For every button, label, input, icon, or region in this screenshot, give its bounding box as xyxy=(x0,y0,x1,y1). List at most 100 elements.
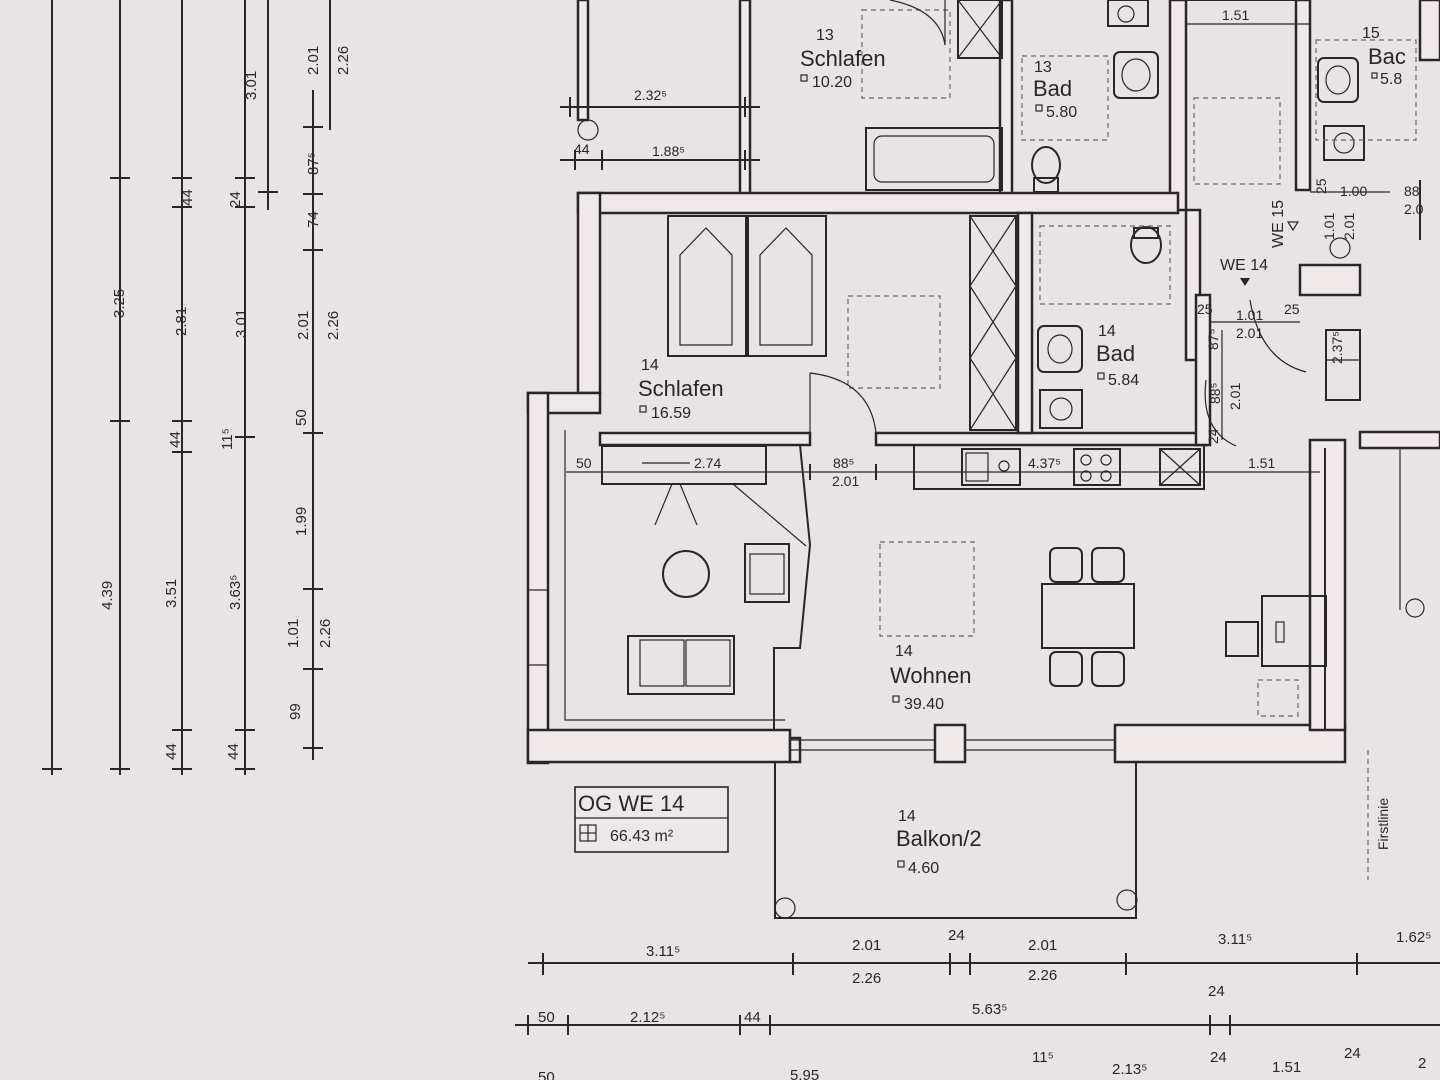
room-number: 13 xyxy=(816,27,834,44)
room-name: Schlafen xyxy=(800,46,886,71)
vertical-dimension-chains xyxy=(42,0,331,775)
dim-label: 1.01 xyxy=(1236,307,1263,323)
room-bad-13: 13 Bad 5.80 xyxy=(1033,59,1077,121)
dim-label: 3.01 xyxy=(243,71,260,100)
dim-label: 87⁵ xyxy=(1205,329,1221,350)
room-number: 13 xyxy=(1034,59,1052,76)
dim-label: 25 xyxy=(1313,178,1329,194)
dim-label: 50 xyxy=(293,409,310,426)
room-number: 14 xyxy=(895,643,913,660)
dim-label: 1.51 xyxy=(1222,7,1249,23)
dim-label: 2.01 xyxy=(832,473,859,489)
firstlinie-label: Firstlinie xyxy=(1375,798,1391,850)
room-number: 14 xyxy=(1098,323,1116,340)
room-wohnen-14: 14 Wohnen 39.40 xyxy=(890,643,972,713)
dim-label: 2.26 xyxy=(325,311,342,340)
dim-label: 1.88⁵ xyxy=(652,143,685,159)
dim-label: 2.0 xyxy=(1404,201,1424,217)
dim-label: 3.01 xyxy=(233,309,250,338)
room-bad-14: 14 Bad 5.84 xyxy=(1096,323,1139,389)
unit-summary-box: OG WE 14 66.43 m² xyxy=(574,786,729,853)
vertical-dimension-labels: 4.39 3.25 44 2.81 44 3.51 44 3.01 24 3.0… xyxy=(99,46,352,760)
room-name: Balkon/2 xyxy=(896,826,982,851)
room-name: Bad xyxy=(1096,341,1135,366)
dim-label: 3.51 xyxy=(163,579,180,608)
dim-label: 50 xyxy=(576,455,592,471)
dim-label: 2.26 xyxy=(852,970,881,987)
unit-label-we15: WE 15 xyxy=(1270,200,1287,248)
dim-label: 1.51 xyxy=(1248,455,1275,471)
unit-title: OG WE 14 xyxy=(578,791,684,816)
dim-label: 2.37⁵ xyxy=(1329,331,1345,364)
dim-label: 88 xyxy=(1404,183,1420,199)
room-name: Schlafen xyxy=(638,376,724,401)
dim-label: 88⁵ xyxy=(833,455,854,471)
dim-label: 1.51 xyxy=(1272,1059,1301,1076)
dim-label: 3.11⁵ xyxy=(1218,931,1252,948)
dim-label: 3.11⁵ xyxy=(646,943,680,960)
dim-label: 11⁵ xyxy=(1032,1049,1054,1066)
dim-label: 1.62⁵ xyxy=(1396,929,1431,946)
dim-label: 2.26 xyxy=(1028,967,1057,984)
dim-label: 2.74 xyxy=(694,455,721,471)
dim-label: 2.01 xyxy=(1341,213,1357,240)
dim-label: 44 xyxy=(574,141,590,157)
inner-dimension-lines xyxy=(566,191,1390,480)
dim-label: 24 xyxy=(1344,1045,1361,1062)
dim-label: 5.95 xyxy=(790,1067,819,1080)
dim-label: 44 xyxy=(225,743,242,760)
dim-label: 11⁵ xyxy=(219,428,236,450)
we14-furniture xyxy=(601,215,1361,717)
room-schlafen-14: 14 Schlafen 16.59 xyxy=(638,357,724,422)
room-name: Bad xyxy=(1033,76,1072,101)
dim-label: 3.25 xyxy=(111,289,128,318)
dim-label: 2.81 xyxy=(173,307,190,336)
dim-label: 44 xyxy=(179,189,196,206)
bottom-dimension-labels: 3.11⁵ 2.01 2.26 24 2.01 2.26 3.11⁵ 1.62⁵… xyxy=(538,927,1431,1080)
dim-label: 24 xyxy=(1205,428,1221,444)
dim-label: 24 xyxy=(1210,1049,1227,1066)
dim-label: 24 xyxy=(227,191,244,208)
bottom-dimension-chains xyxy=(515,953,1440,1035)
dim-label: 44 xyxy=(163,743,180,760)
room-name: Wohnen xyxy=(890,663,972,688)
dimension-labels: 2.32⁵ 44 1.88⁵ 1.51 1.00 88 2.0 25 1.01 … xyxy=(574,7,1424,489)
dim-label: 2 xyxy=(1418,1055,1426,1072)
room-area: 5.80 xyxy=(1046,104,1077,121)
room-balkon-14: 14 Balkon/2 4.60 xyxy=(896,808,982,877)
dim-label: 2.01 xyxy=(1227,383,1243,410)
dim-label: 2.26 xyxy=(317,619,334,648)
room-schlafen-13: 13 Schlafen 10.20 xyxy=(800,27,886,91)
dim-label: 25 xyxy=(1284,301,1300,317)
dim-label: 4.37⁵ xyxy=(1028,455,1061,471)
dim-label: 1.99 xyxy=(293,507,310,536)
room-bad-15: 15 Bac 5.8 xyxy=(1362,25,1406,88)
dim-label: 2.01 xyxy=(305,46,322,75)
dim-label: 99 xyxy=(287,703,304,720)
dim-label: 2.01 xyxy=(295,311,312,340)
unit-area: 66.43 m² xyxy=(610,828,674,845)
dim-label: 88⁵ xyxy=(1207,383,1223,404)
dim-label: 2.26 xyxy=(335,46,352,75)
unit-label-we14: WE 14 xyxy=(1220,257,1268,274)
room-number: 15 xyxy=(1362,25,1380,42)
dim-label: 2.12⁵ xyxy=(630,1009,665,1026)
dim-label: 2.01 xyxy=(852,937,881,954)
dim-label: 50 xyxy=(538,1069,555,1080)
dim-label: 3.63⁵ xyxy=(227,575,244,610)
room-area: 4.60 xyxy=(908,860,939,877)
dim-label: 24 xyxy=(1208,983,1225,1000)
dim-label: 25 xyxy=(1197,301,1213,317)
we14-walls xyxy=(526,180,1440,765)
balcony xyxy=(774,750,1369,919)
dim-label: 2.01 xyxy=(1028,937,1057,954)
dim-label: 50 xyxy=(538,1009,555,1026)
room-area: 16.59 xyxy=(651,405,691,422)
room-area: 5.84 xyxy=(1108,372,1139,389)
dim-label: 74 xyxy=(305,211,322,228)
dim-label: 2.13⁵ xyxy=(1112,1061,1147,1078)
room-area: 5.8 xyxy=(1380,71,1402,88)
dim-label: 1.01 xyxy=(1321,213,1337,240)
upper-units-walls xyxy=(560,0,1440,259)
